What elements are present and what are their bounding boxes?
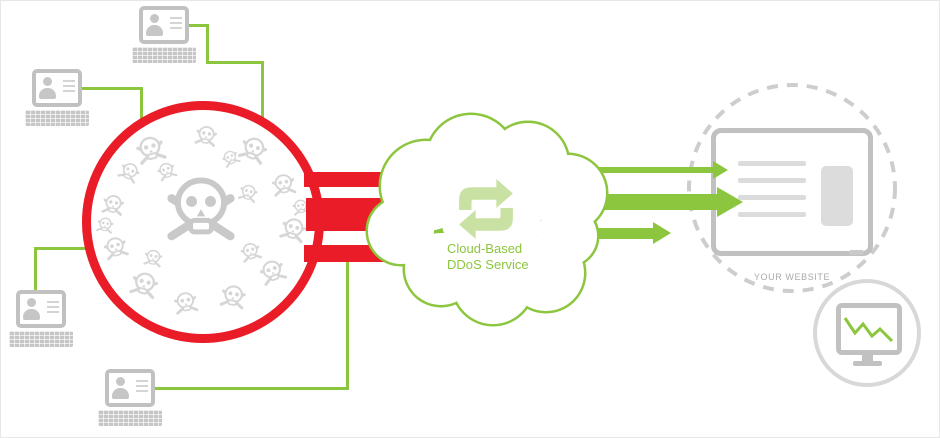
declining-graph-monitor-icon (836, 303, 902, 355)
skull-icon (257, 256, 288, 286)
laptop-screen-user-icon (105, 369, 155, 407)
skull-icon (279, 215, 308, 244)
skull-icon (155, 160, 178, 182)
skull-icon (102, 234, 129, 261)
screen-text-lines (136, 380, 148, 382)
skull-icon (134, 133, 167, 165)
clean-traffic-arrow-bar (581, 228, 653, 239)
laptop-keyboard-icon (9, 331, 73, 347)
clean-traffic-arrow-head (713, 161, 728, 179)
declining-graph-line (843, 317, 894, 343)
screen-text-lines (170, 17, 182, 19)
connector-segment (34, 247, 94, 250)
clean-traffic-arrow-bar (586, 167, 713, 173)
cloud-label-line2: DDoS Service (447, 257, 529, 272)
website-content-line (738, 212, 806, 217)
monitor-base (853, 361, 882, 366)
website-content-line (738, 195, 806, 200)
skull-icon (271, 172, 297, 197)
skull-icon (143, 248, 164, 268)
protection-perimeter-dashed-circle (687, 83, 897, 293)
skull-icon (173, 290, 199, 315)
refresh-cycle-icon (459, 179, 513, 239)
tablet-button (849, 250, 864, 255)
attacker-computer-3 (9, 290, 73, 348)
website-content-line (738, 178, 806, 183)
website-content-line (738, 161, 806, 166)
skull-icon (96, 216, 115, 234)
skull-icon (219, 283, 247, 310)
laptop-screen-user-icon (139, 6, 189, 44)
skull-swarm (96, 124, 310, 315)
skull-icon (129, 269, 160, 299)
screen-text-lines (63, 80, 75, 82)
connector-segment (206, 24, 209, 64)
connector-segment (206, 61, 264, 64)
website-label: YOUR WEBSITE (753, 272, 831, 282)
connector-segment (153, 387, 349, 390)
laptop-screen-user-icon (16, 290, 66, 328)
connector-segment (187, 24, 209, 27)
laptop-keyboard-icon (98, 410, 162, 426)
cloud-service-label: Cloud-Based DDoS Service (447, 241, 529, 273)
clean-traffic-arrow-head (717, 187, 743, 217)
laptop-screen-user-icon (32, 69, 82, 107)
website-content-panel (821, 166, 853, 226)
attacker-computer-4 (98, 369, 162, 427)
skull-icon (237, 182, 259, 203)
skull-icon (194, 124, 219, 147)
attacker-computer-2 (25, 69, 89, 127)
attacker-computer-1 (132, 6, 196, 64)
screen-text-lines (47, 301, 59, 303)
connector-segment (261, 61, 264, 121)
connector-segment (81, 87, 143, 90)
connector-segment (140, 87, 143, 137)
laptop-keyboard-icon (132, 47, 196, 63)
laptop-keyboard-icon (25, 110, 89, 126)
cloud-outline (365, 112, 609, 327)
connector-segment (346, 251, 349, 390)
website-tablet-icon (711, 128, 873, 256)
connector-segment (34, 247, 37, 293)
clean-traffic-arrow-head (653, 222, 671, 244)
clean-traffic-arrow-bar (586, 194, 717, 210)
skull-icon (101, 193, 126, 216)
botnet-attack-circle (82, 101, 324, 343)
skull-icon (239, 240, 263, 263)
skull-icon (172, 180, 231, 236)
monitor-stand (862, 355, 873, 361)
skull-icon (117, 159, 142, 184)
skull-icon (237, 133, 270, 165)
skull-icon (220, 148, 241, 168)
cloud-label-line1: Cloud-Based (447, 241, 523, 256)
